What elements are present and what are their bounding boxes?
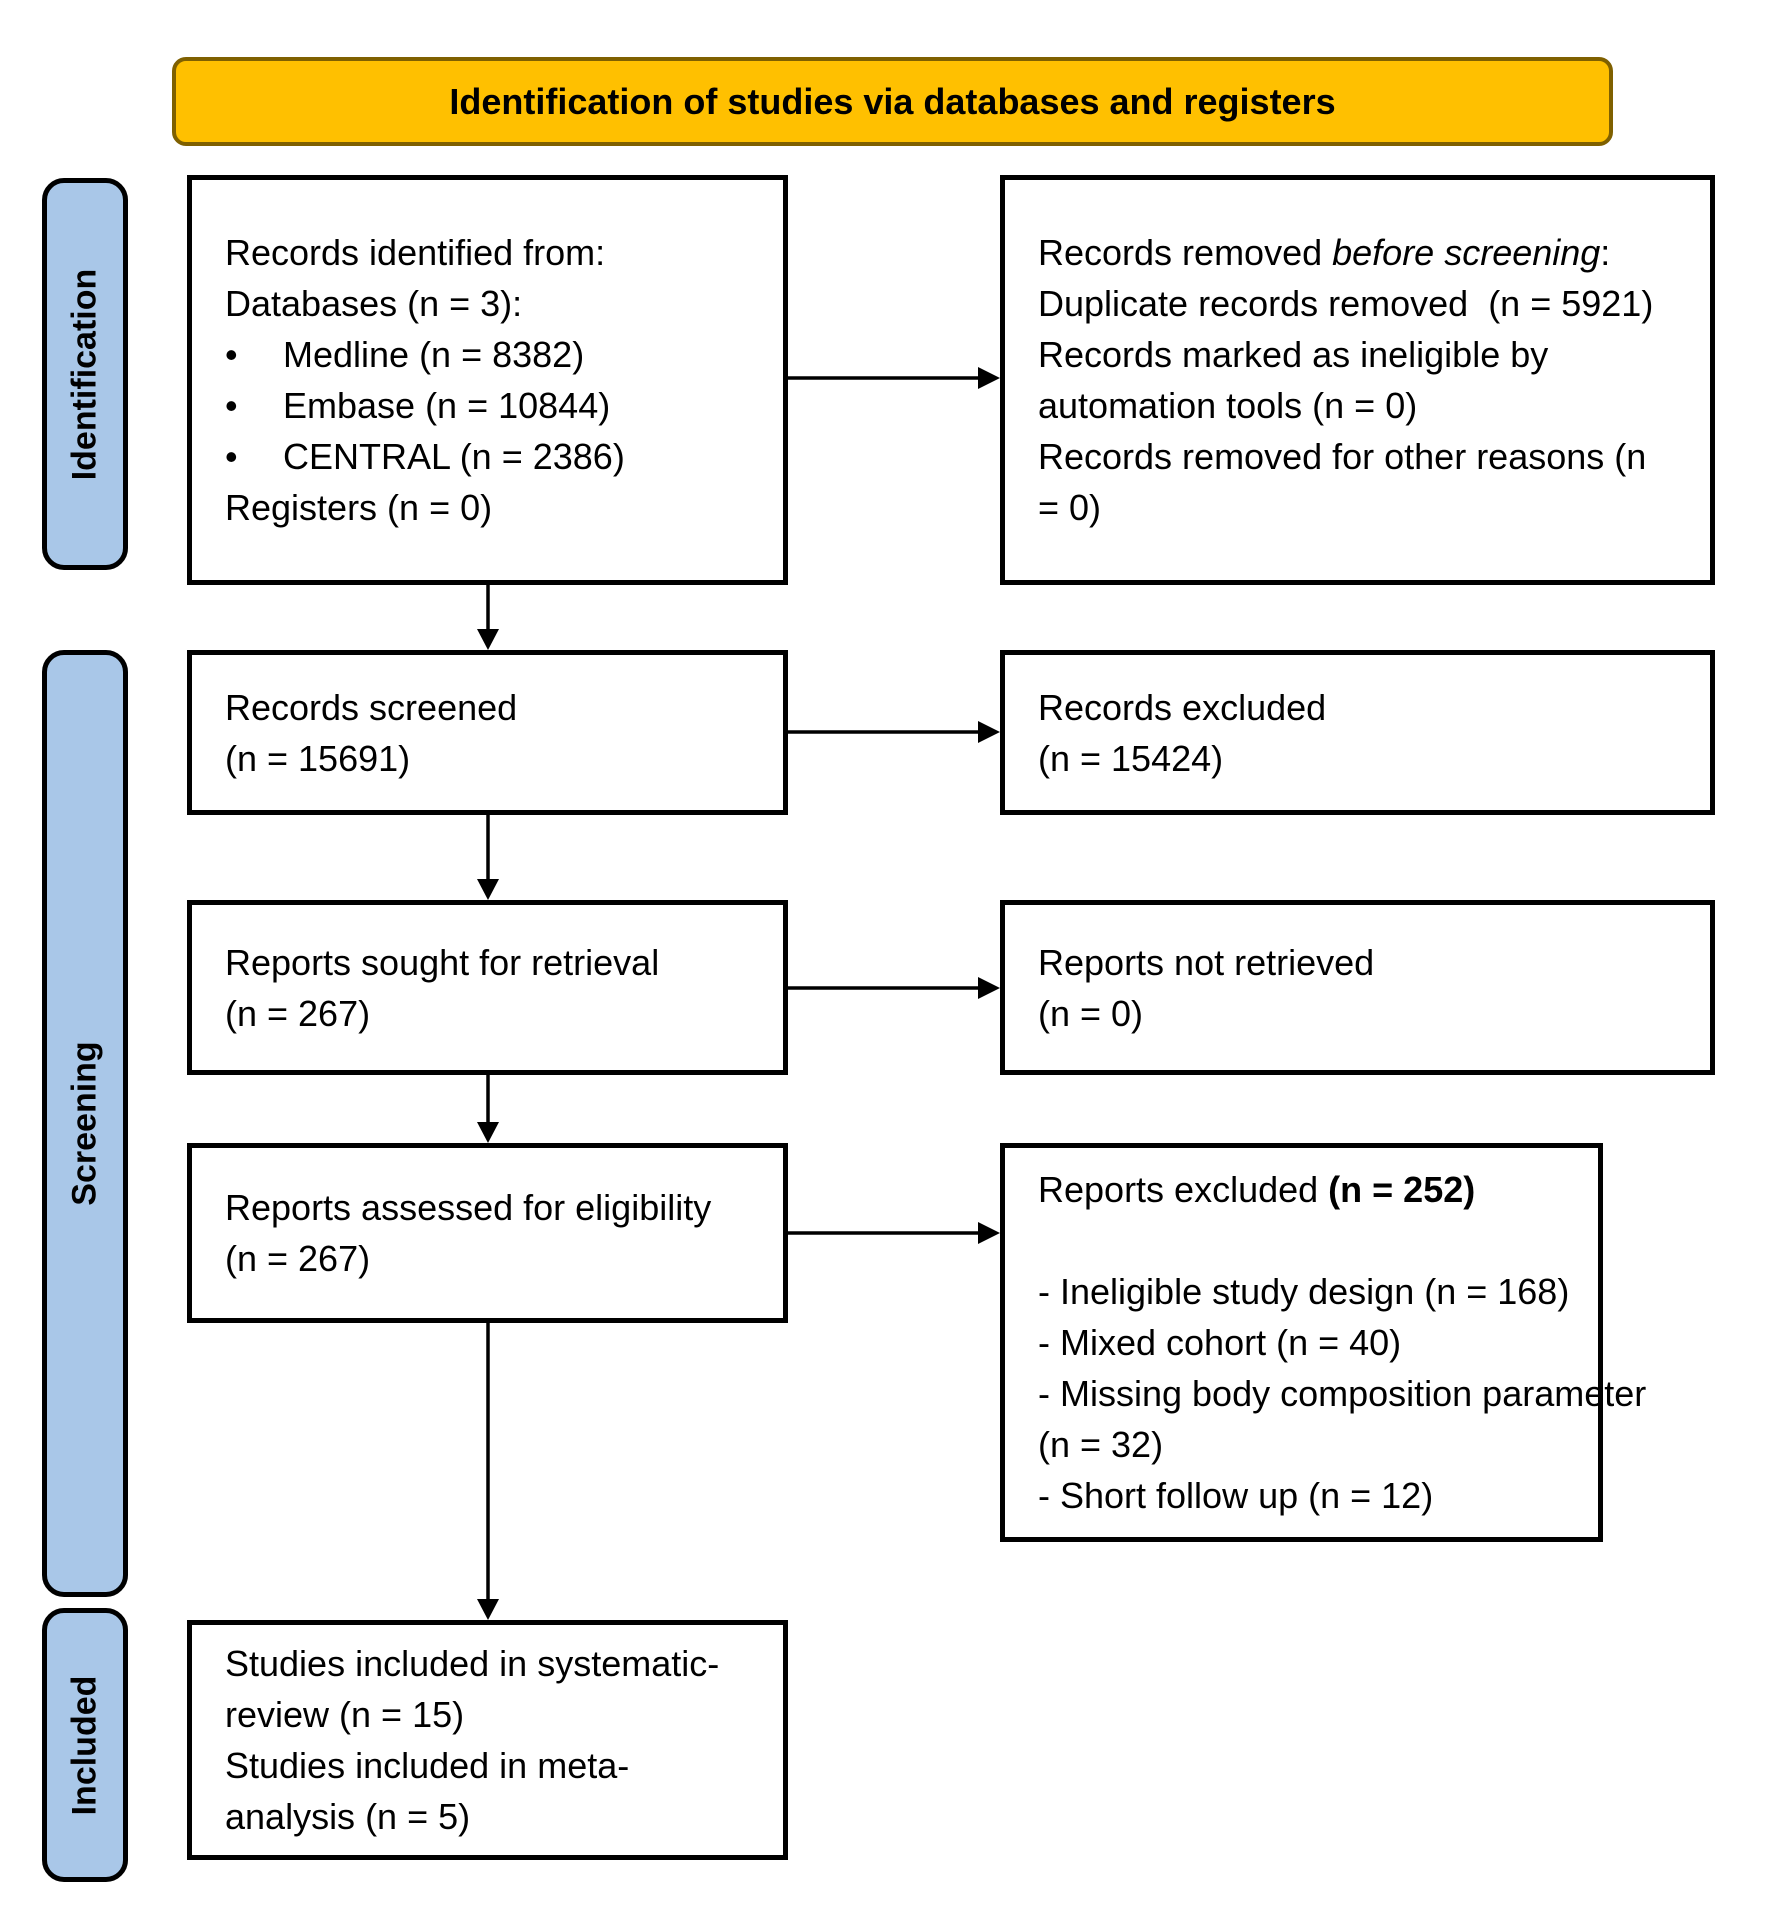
box-text-line: (n = 267) — [225, 992, 371, 1034]
box-text-line: Databases (n = 3): — [225, 283, 523, 324]
box-text-line: Records removed for other reasons (n — [1038, 436, 1647, 477]
diagram-title: Identification of studies via databases … — [449, 80, 1336, 122]
box-reports-not-retrieved: Reports not retrieved (n = 0) — [1000, 900, 1715, 1075]
box-reports-sought: Reports sought for retrieval (n = 267) — [187, 900, 788, 1075]
bullet-icon: • — [225, 385, 238, 426]
stage-screening-label: Screening — [65, 1041, 104, 1206]
intro-prefix: Records removed — [1038, 232, 1333, 273]
box-studies-included: Studies included in systematic- review (… — [187, 1620, 788, 1860]
box-text-line: Reports sought for retrieval — [225, 941, 660, 983]
box-text-line: automation tools (n = 0) — [1038, 385, 1418, 426]
box-text-line: Reports excluded (n = 252) — [1038, 1164, 1572, 1215]
box-records-identified: Records identified from: Databases (n = … — [187, 175, 788, 585]
stage-included-label: Included — [65, 1675, 104, 1815]
bullet-text: Embase (n = 10844) — [283, 385, 611, 426]
diagram-title-banner: Identification of studies via databases … — [172, 57, 1613, 146]
box-records-screened: Records screened (n = 15691) — [187, 650, 788, 815]
bullet-icon: • — [225, 436, 238, 477]
exclusion-reason: - Short follow up (n = 12) — [1038, 1475, 1434, 1516]
box-reports-excluded: Reports excluded (n = 252) - Ineligible … — [1000, 1143, 1647, 1542]
arrow-sought-to-assessed — [477, 1075, 499, 1143]
box-text-line: Studies included in systematic- — [225, 1643, 720, 1684]
arrow-assessed-to-reports-excluded — [788, 1222, 1000, 1244]
intro-suffix: : — [1600, 232, 1611, 273]
box-text-line: Records excluded — [1038, 686, 1327, 728]
arrow-identified-to-removed — [788, 367, 1000, 389]
intro-italic: before screening — [1332, 232, 1601, 273]
box-text-line: analysis (n = 5) — [225, 1796, 471, 1837]
title-count-bold: (n = 252) — [1328, 1169, 1476, 1210]
arrow-identified-to-screened — [477, 585, 499, 650]
bullet-icon: • — [225, 334, 238, 375]
box-text-line: Reports not retrieved — [1038, 941, 1375, 983]
spacer — [1038, 1215, 1572, 1266]
bullet-text: Medline (n = 8382) — [283, 334, 585, 375]
stage-identification-label: Identification — [65, 268, 104, 480]
bullet-item: • CENTRAL (n = 2386) — [225, 431, 757, 482]
box-text-line: Records screened — [225, 686, 518, 728]
stage-included: Included — [42, 1608, 128, 1882]
box-text-line: (n = 0) — [1038, 992, 1144, 1034]
bullet-item: • Medline (n = 8382) — [225, 329, 757, 380]
arrow-screened-to-sought — [477, 815, 499, 900]
exclusion-reason: - Ineligible study design (n = 168) — [1038, 1271, 1570, 1312]
bullet-item: • Embase (n = 10844) — [225, 380, 757, 431]
box-text-line: Records marked as ineligible by — [1038, 334, 1549, 375]
arrow-sought-to-not-retrieved — [788, 977, 1000, 999]
exclusion-reason: - Mixed cohort (n = 40) — [1038, 1322, 1402, 1363]
box-text-line: (n = 15424) — [1038, 737, 1224, 779]
box-reports-assessed: Reports assessed for eligibility (n = 26… — [187, 1143, 788, 1323]
arrow-screened-to-excluded — [788, 721, 1000, 743]
exclusion-reason: - Missing body composition parameter — [1038, 1373, 1647, 1414]
box-text-line: = 0) — [1038, 487, 1102, 528]
exclusion-reason: (n = 32) — [1038, 1424, 1164, 1465]
arrow-assessed-to-included — [477, 1323, 499, 1620]
box-text-line: Reports assessed for eligibility — [225, 1187, 712, 1228]
stage-identification: Identification — [42, 178, 128, 570]
stage-screening: Screening — [42, 650, 128, 1597]
box-text-line: Duplicate records removed (n = 5921) — [1038, 283, 1654, 324]
title-prefix: Reports excluded — [1038, 1169, 1329, 1210]
bullet-text: CENTRAL (n = 2386) — [283, 436, 625, 477]
box-text-line: review (n = 15) — [225, 1694, 465, 1735]
box-text-line: (n = 267) — [225, 1238, 371, 1279]
box-text-line: Studies included in meta- — [225, 1745, 630, 1786]
box-records-excluded: Records excluded (n = 15424) — [1000, 650, 1715, 815]
box-text-line: (n = 15691) — [225, 737, 411, 779]
box-text-line: Records removed before screening: — [1038, 227, 1684, 278]
box-records-removed: Records removed before screening: Duplic… — [1000, 175, 1715, 585]
box-text-line: Records identified from: — [225, 232, 606, 273]
box-text-line: Registers (n = 0) — [225, 487, 493, 528]
